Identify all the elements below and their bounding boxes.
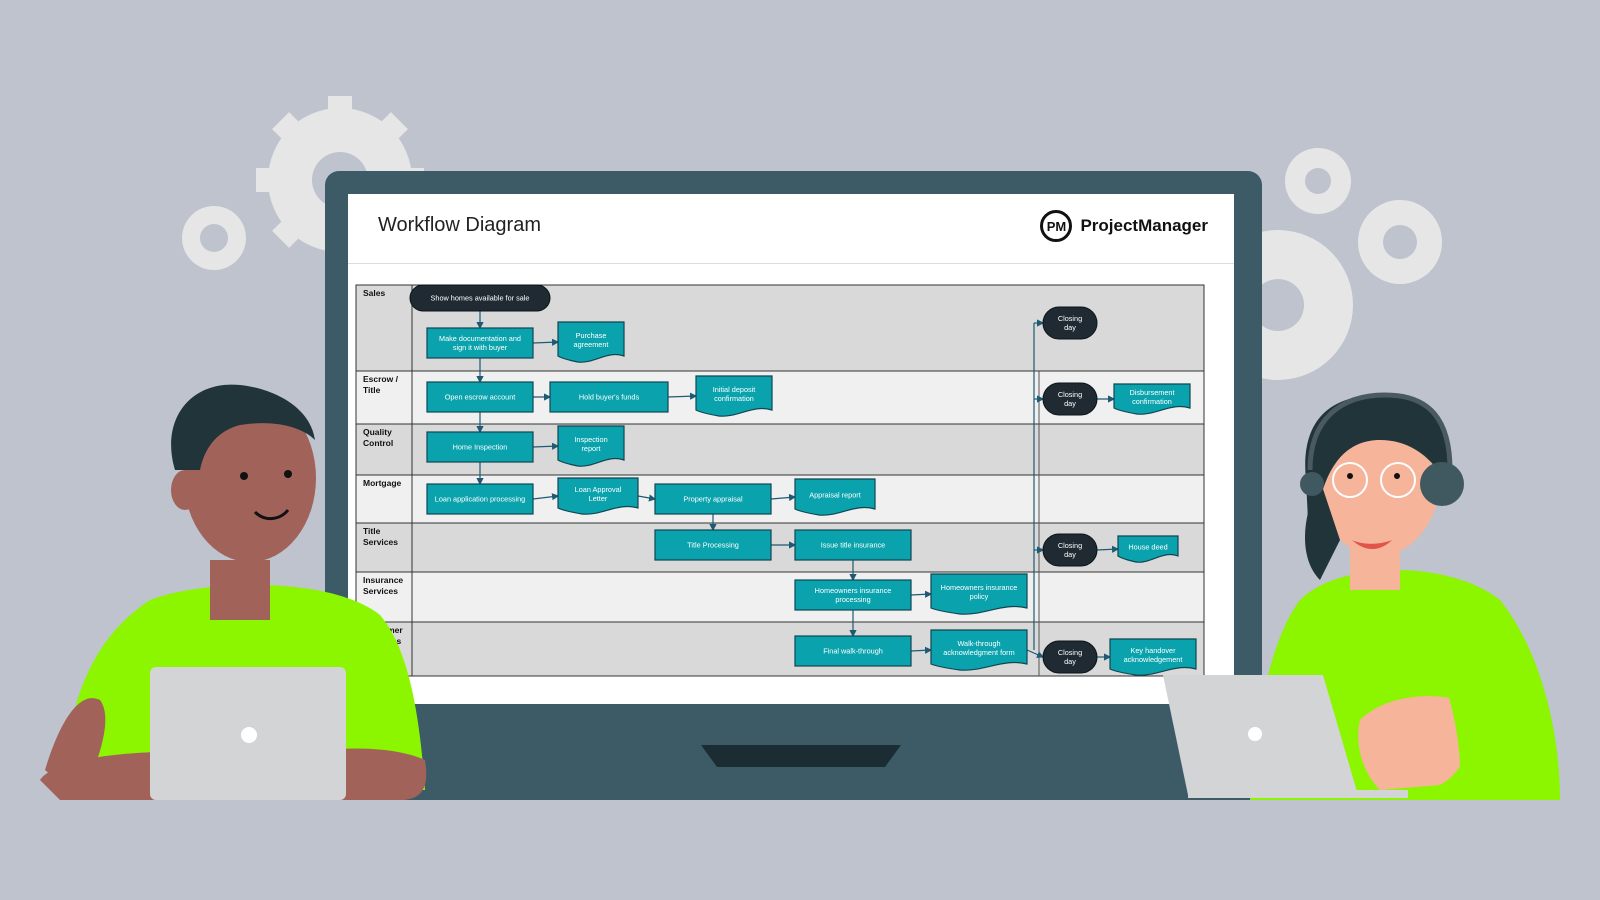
swimlane-label: Sales	[363, 288, 385, 298]
swimlane-label: Title	[363, 385, 381, 395]
node-label: confirmation	[1132, 397, 1172, 406]
flow-arrow	[770, 493, 797, 502]
process-node: Home Inspection	[426, 431, 534, 463]
node-label: Appraisal report	[809, 491, 861, 500]
document-node: House deed	[1117, 535, 1179, 563]
node-label: policy	[970, 592, 989, 601]
flow-arrow	[910, 590, 933, 598]
title-divider	[348, 263, 1234, 264]
node-label: Property appraisal	[683, 495, 743, 504]
flow-arrow	[910, 646, 933, 654]
gear-icon	[1358, 200, 1442, 284]
node-label: Loan application processing	[435, 495, 525, 504]
node-label: House deed	[1128, 543, 1167, 552]
document-node: Appraisal report	[794, 478, 876, 516]
flow-arrow	[532, 338, 560, 346]
node-label: Closing	[1058, 314, 1082, 323]
swimlane-label: Mortgage	[363, 478, 402, 488]
flow-arrow	[667, 392, 698, 400]
node-label: acknowledgement	[1124, 655, 1183, 664]
process-node: Title Processing	[654, 529, 772, 561]
node-label: Hold buyer's funds	[579, 393, 640, 402]
swimlane-label: Relations	[363, 636, 402, 646]
node-label: Inspection	[574, 435, 607, 444]
flow-arrow	[532, 493, 560, 501]
node-label: day	[1064, 550, 1076, 559]
node-label: Closing	[1058, 541, 1082, 550]
flow-arrow	[1026, 649, 1045, 658]
process-node: Open escrow account	[426, 381, 534, 413]
monitor-stand	[701, 745, 901, 767]
swimlane-label: Control	[363, 438, 393, 448]
node-label: Make documentation and	[439, 334, 521, 343]
process-node: Loan application processing	[426, 483, 534, 515]
process-node: Property appraisal	[654, 483, 772, 515]
node-label: processing	[835, 595, 870, 604]
flow-arrow	[637, 494, 657, 502]
monitor-screen: Workflow Diagram PM ProjectManager Sales…	[348, 194, 1234, 704]
node-label: agreement	[574, 340, 609, 349]
node-label: day	[1064, 323, 1076, 332]
node-label: Loan Approval	[575, 485, 622, 494]
brand: PM ProjectManager	[1040, 210, 1208, 242]
node-label: Closing	[1058, 390, 1082, 399]
node-label: Walk-through	[957, 639, 1000, 648]
node-label: Purchase	[576, 331, 607, 340]
node-label: Homeowners insurance	[941, 583, 1018, 592]
node-label: Homeowners insurance	[815, 586, 892, 595]
node-label: sign it with buyer	[453, 343, 508, 352]
node-label: day	[1064, 657, 1076, 666]
node-label: Show homes available for sale	[431, 294, 530, 303]
node-label: Letter	[589, 494, 608, 503]
gear-icon	[182, 206, 246, 270]
swimlane-label: Insurance	[363, 575, 403, 585]
process-node: Issue title insurance	[794, 529, 912, 561]
node-label: Key handover	[1130, 646, 1176, 655]
swimlane-label: Customer	[363, 625, 403, 635]
brand-logo-icon: PM	[1040, 210, 1073, 242]
swimlane-label: Quality	[363, 427, 392, 437]
node-label: confirmation	[714, 394, 754, 403]
node-label: Open escrow account	[445, 393, 516, 402]
process-node: Hold buyer's funds	[549, 381, 669, 413]
terminal-node: Show homes available for sale	[409, 284, 551, 312]
swimlane-label: Title	[363, 526, 381, 536]
node-label: day	[1064, 399, 1076, 408]
node-label: acknowledgment form	[943, 648, 1014, 657]
swimlane-label: Services	[363, 537, 398, 547]
node-label: Issue title insurance	[821, 541, 886, 550]
swimlane-label: Escrow /	[363, 374, 399, 384]
node-label: Closing	[1058, 648, 1082, 657]
node-label: Disbursement	[1129, 388, 1174, 397]
node-label: Title Processing	[687, 541, 739, 550]
process-node: Final walk-through	[794, 635, 912, 667]
gear-icon	[1285, 148, 1351, 214]
node-label: Home Inspection	[453, 443, 508, 452]
swimlane-label: Services	[363, 586, 398, 596]
flow-arrow	[532, 442, 560, 450]
page-title: Workflow Diagram	[378, 214, 541, 236]
brand-name: ProjectManager	[1080, 216, 1208, 235]
flow-arrow	[1096, 545, 1120, 553]
node-label: report	[581, 444, 600, 453]
node-label: Initial deposit	[713, 385, 756, 394]
node-label: Final walk-through	[823, 647, 883, 656]
